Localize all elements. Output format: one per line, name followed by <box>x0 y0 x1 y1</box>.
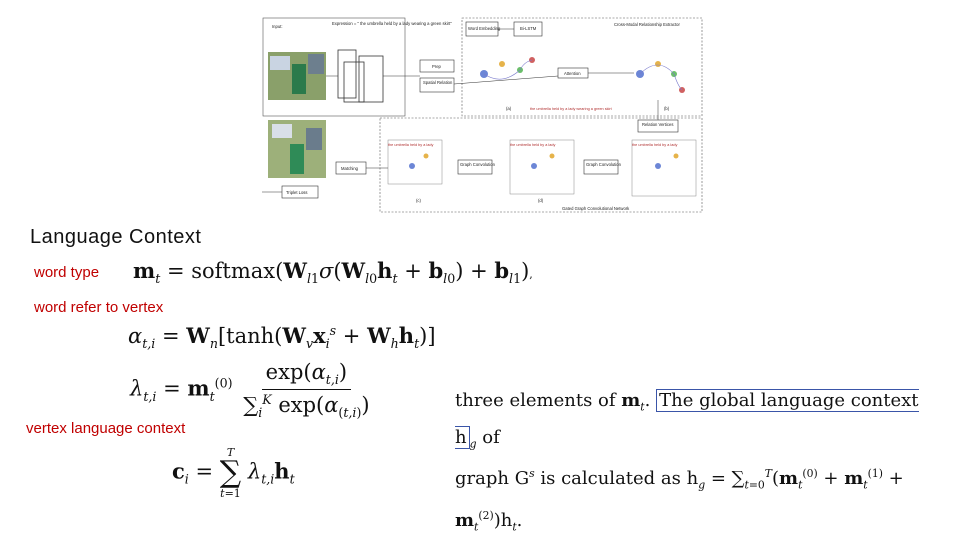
architecture-diagram: Input: Expression = " the umbrella held … <box>262 17 703 213</box>
graph-convolution-label-2: Graph Convolution <box>586 162 622 167</box>
line2-a: graph G <box>455 468 530 490</box>
paragraph-line-1: three elements of mt. The global languag… <box>455 389 919 451</box>
paragraph-line-2: graph Gs is calculated as hg = ∑t=0T(mt(… <box>455 467 904 492</box>
expression-text: Expression = " the umbrella held by a la… <box>332 21 452 26</box>
line3-tail: . <box>516 509 523 531</box>
word-type-label: word type <box>34 264 100 281</box>
section-heading: Language Context <box>30 226 202 248</box>
word-refer-label: word refer to vertex <box>34 299 164 316</box>
architecture-figure: Input: Expression = " the umbrella held … <box>262 16 706 214</box>
spatial-relation-label: Spatial Relation <box>423 80 453 85</box>
cross-modal-title: Cross-Modal Relationship Extractor <box>614 22 680 27</box>
equation-context: ci = T∑t=1 λt,iht <box>172 446 295 500</box>
attention-label: Attention <box>564 71 581 76</box>
panel-text-3: the umbrella held by a lady <box>632 143 677 147</box>
line1-suffix: of <box>476 426 500 448</box>
input-label: Input: <box>272 24 282 29</box>
vertex-context-label: vertex language context <box>26 420 186 437</box>
graph-convolution-label-1: Graph Convolution <box>460 162 496 167</box>
relation-vertices-label: Relation Vertices <box>642 122 673 127</box>
gated-gcn-title: Gated Graph Convolutional Network <box>562 206 630 211</box>
line3-a: m <box>455 509 475 531</box>
prep-label: Prep <box>432 64 442 69</box>
paragraph-line-3: mt(2))ht. <box>455 508 523 534</box>
paper-paragraph: three elements of mt. The global languag… <box>455 386 935 542</box>
line1-prefix: three elements of <box>455 390 622 411</box>
line2-c: = ∑ <box>705 468 745 490</box>
panel-text-1: the umbrella held by a lady <box>388 143 433 147</box>
matching-label: Matching <box>341 166 359 171</box>
word-embedding-label: Word Embedding <box>468 26 501 31</box>
caption-c: (c) <box>416 198 421 203</box>
equation-word-type: mt = softmax(Wl1σ(Wl0ht + bl0) + bl1), <box>133 258 533 287</box>
line2-b: is calculated as h <box>534 468 699 490</box>
caption-a-text: the umbrella held by a lady wearing a gr… <box>530 107 613 111</box>
caption-b: (b) <box>664 106 670 111</box>
equation-attention: αt,i = Wn[tanh(Wvxis + Whht)] <box>128 323 436 352</box>
panel-text-2: the umbrella held by a lady <box>510 143 555 147</box>
highlighted-phrase: The global language context h <box>455 389 919 449</box>
line3-b: )h <box>493 509 513 531</box>
triplet-loss-label: Triplet Loss <box>286 190 308 195</box>
bilstm-label: Bi-LSTM <box>520 26 537 31</box>
caption-d: (d) <box>538 198 544 203</box>
highlighted-text: The global language context h <box>455 390 919 448</box>
equation-lambda: λt,i = mt(0) exp(αt,i)∑iK exp(α(t,i)) <box>130 360 370 421</box>
caption-a: (a) <box>506 106 512 111</box>
